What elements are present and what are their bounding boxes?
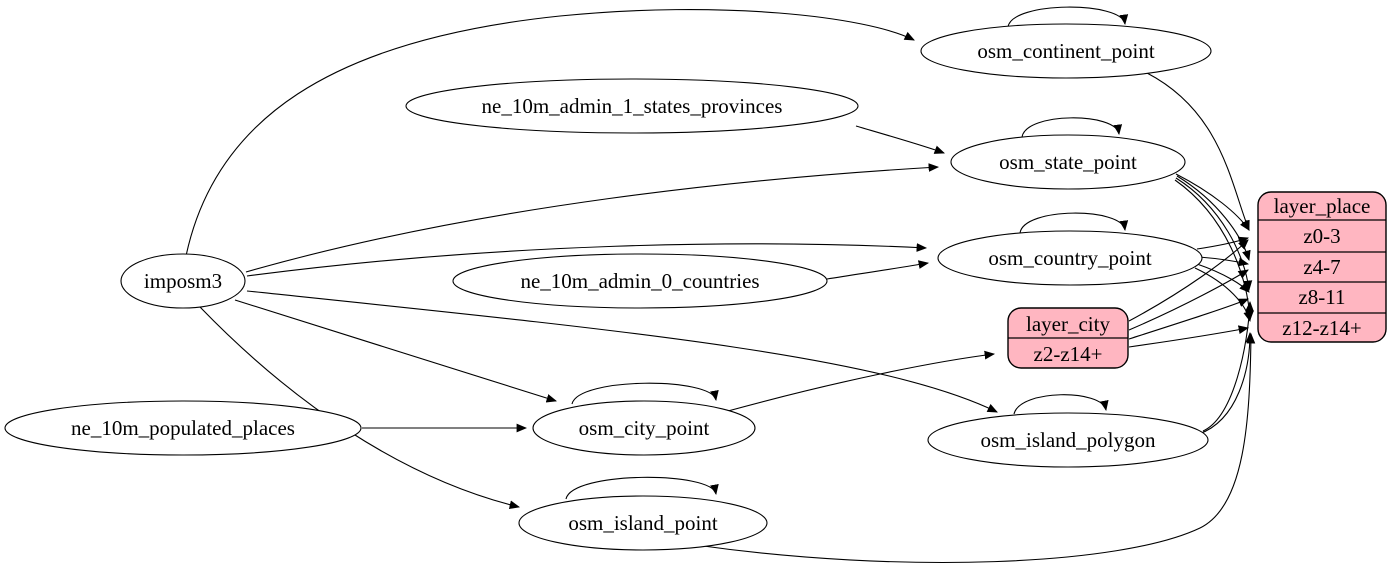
record-layer_place-box <box>1257 191 1387 343</box>
edge-ne_10m_admin_1_states_provinces-to-osm_state_point <box>855 125 945 154</box>
self-loop-osm_continent_point <box>1007 6 1129 28</box>
node-osm_island_point: osm_island_point <box>518 495 768 551</box>
edge-layer_city-to-layer_place-z4-7 <box>1128 269 1249 331</box>
record-layer_place-row-z4-7: z4-7 <box>1303 255 1340 279</box>
self-loop-osm_country_point <box>1019 212 1129 234</box>
edge-imposm3-to-osm_country_point <box>246 243 928 277</box>
node-ne_10m_admin_0_countries: ne_10m_admin_0_countries <box>452 253 828 309</box>
record-layer_place: layer_place z0-3 z4-7 z8-11 z12-z14+ <box>1257 191 1387 343</box>
self-loop-osm_island_point <box>565 476 719 500</box>
node-ne_10m_admin_0_countries-shape <box>452 253 828 309</box>
edge-osm_country_point-to-layer_place-z8-11 <box>1196 263 1250 293</box>
node-ne_10m_admin_1_states_provinces-shape <box>405 78 859 134</box>
edge-layer_city-to-layer_place-z12-z14 <box>1128 325 1250 348</box>
record-layer_place-title: layer_place <box>1274 194 1371 218</box>
edge-layer_city-to-layer_place-z8-11 <box>1128 298 1249 340</box>
node-osm_island_polygon: osm_island_polygon <box>927 412 1209 468</box>
node-osm_island_point-label: osm_island_point <box>568 511 718 535</box>
node-osm_state_point-label: osm_state_point <box>999 150 1137 174</box>
record-layer_place-row-z8-11: z8-11 <box>1298 285 1345 309</box>
self-loop-osm_island_polygon <box>1013 394 1109 415</box>
node-ne_10m_admin_0_countries-label: ne_10m_admin_0_countries <box>520 269 759 293</box>
edge-osm_state_point-to-layer_place-z4-7 <box>1176 175 1251 262</box>
node-osm_city_point-label: osm_city_point <box>579 416 710 440</box>
edge-osm_country_point-to-layer_place-z4-7 <box>1198 256 1250 267</box>
node-osm_continent_point: osm_continent_point <box>920 23 1212 79</box>
node-osm_city_point: osm_city_point <box>532 400 756 456</box>
edge-layer_city-to-layer_place-z0-3 <box>1128 239 1249 322</box>
edge-osm_continent_point-to-layer_place-z0-3 <box>1146 72 1250 231</box>
record-layer_place-row-z12-z14: z12-z14+ <box>1282 316 1361 340</box>
edge-osm_country_point-to-layer_place-z12-z14 <box>1194 267 1252 323</box>
node-imposm3-shape <box>120 253 246 309</box>
node-imposm3-label: imposm3 <box>144 269 222 293</box>
record-layer_city-title: layer_city <box>1026 312 1110 336</box>
node-ne_10m_populated_places: ne_10m_populated_places <box>4 400 362 456</box>
node-imposm3: imposm3 <box>120 253 246 309</box>
self-loop-osm_state_point <box>1021 117 1123 138</box>
node-osm_state_point-shape <box>950 134 1186 190</box>
edge-imposm3-to-osm_island_polygon <box>246 290 998 413</box>
edge-imposm3-to-osm_continent_point <box>185 9 915 257</box>
edge-osm_island_point-to-layer_place-z12-z14 <box>695 332 1256 564</box>
edge-ne_10m_admin_0_countries-to-osm_country_point <box>826 260 930 280</box>
node-ne_10m_populated_places-label: ne_10m_populated_places <box>71 416 295 440</box>
edge-imposm3-to-osm_state_point <box>245 163 940 273</box>
edge-group <box>185 6 1256 564</box>
edge-osm_state_point-to-layer_place-z8-11 <box>1175 177 1253 292</box>
node-osm_island_polygon-shape <box>927 412 1209 468</box>
edge-osm_city_point-to-layer_city <box>727 350 996 412</box>
node-ne_10m_admin_1_states_provinces-label: ne_10m_admin_1_states_provinces <box>482 94 783 118</box>
record-layer_city: layer_city z2-z14+ <box>1007 307 1129 369</box>
edge-imposm3-to-osm_city_point <box>234 299 558 403</box>
edge-osm_island_polygon-to-layer_place-z8-11 <box>1202 300 1254 432</box>
record-layer_place-row-z0-3: z0-3 <box>1303 224 1340 248</box>
edge-osm_country_point-to-layer_place-z0-3 <box>1196 236 1249 250</box>
node-osm_country_point-label: osm_country_point <box>988 246 1151 270</box>
edge-osm_island_polygon-to-layer_place-z12-z14 <box>1198 331 1255 435</box>
node-ne_10m_admin_1_states_provinces: ne_10m_admin_1_states_provinces <box>405 78 859 134</box>
node-osm_state_point: osm_state_point <box>950 134 1186 190</box>
edge-osm_state_point-to-layer_place-z0-3 <box>1175 173 1250 231</box>
node-osm_continent_point-shape <box>920 23 1212 79</box>
node-osm_island_polygon-label: osm_island_polygon <box>980 428 1156 452</box>
node-osm_country_point-shape <box>937 230 1203 286</box>
node-osm_island_point-shape <box>518 495 768 551</box>
node-osm_city_point-shape <box>532 400 756 456</box>
record-layer_city-row-z2-z14: z2-z14+ <box>1034 342 1103 366</box>
node-osm_country_point: osm_country_point <box>937 230 1203 286</box>
node-osm_continent_point-label: osm_continent_point <box>977 39 1154 63</box>
self-loop-osm_city_point <box>571 382 719 405</box>
node-ne_10m_populated_places-shape <box>4 400 362 456</box>
